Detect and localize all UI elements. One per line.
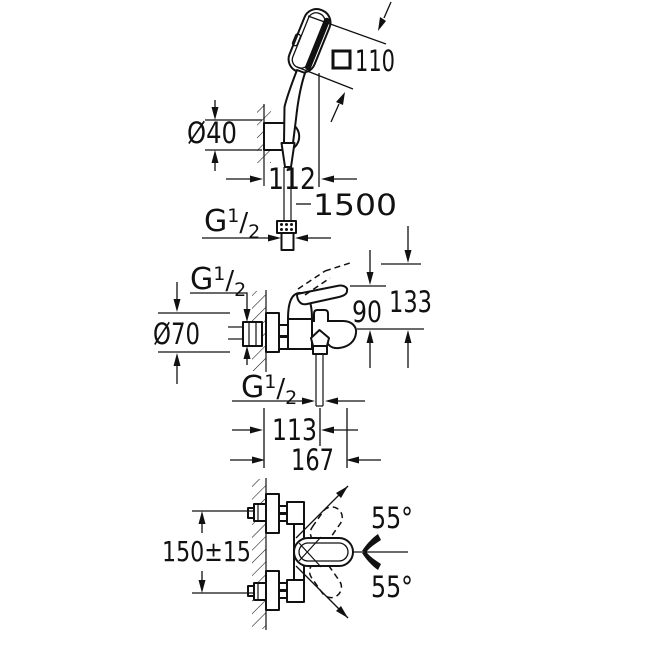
dim-label-swivel-top: 55° xyxy=(371,501,413,535)
escutcheon xyxy=(265,312,280,353)
dimension-holder-offset-112: 112 xyxy=(226,73,357,196)
dimension-hose-length-1500: 1500 xyxy=(296,188,397,222)
wall-bottom xyxy=(252,478,267,630)
shower-head xyxy=(287,8,332,74)
handle-top-view xyxy=(293,537,354,567)
dim-label-head-square: 110 xyxy=(355,44,395,78)
dim-label-hose-length: 1500 xyxy=(313,188,397,222)
handle-swivel-dashed xyxy=(308,506,344,599)
bottom-supply-assembly xyxy=(247,570,305,611)
lever-raised-dashed xyxy=(297,262,351,296)
hex-nut xyxy=(242,321,263,347)
dimension-heights-90-133: 90 133 xyxy=(350,226,432,368)
dimension-head-square-110: 110 xyxy=(296,1,395,123)
dim-label-wall-thread: G1/2 xyxy=(190,262,246,301)
dim-label-outlet-offset: 113 xyxy=(272,413,317,447)
dimension-reach-113-167: 113 167 xyxy=(230,408,381,477)
mixer-side-view-section: 90 133 G1/2 Ø70 xyxy=(153,226,432,477)
dim-label-holder-offset: 112 xyxy=(268,162,316,196)
dim-label-connection-spacing: 150±15 xyxy=(162,535,251,568)
rotate-arrow-up xyxy=(362,534,381,552)
dim-label-outlet-thread: G1/2 xyxy=(241,370,297,409)
supply-connection xyxy=(228,312,289,353)
shower-outlet xyxy=(310,329,330,407)
square-section-symbol xyxy=(331,49,352,70)
dimension-rosette-diameter-70: Ø70 xyxy=(153,282,230,384)
shower-pause-button xyxy=(291,33,302,47)
dim-label-lever-height: 90 xyxy=(352,295,382,329)
dimension-swivel-angles: 55° 55° xyxy=(295,485,413,619)
dimension-connection-spacing: 150±15 xyxy=(162,510,253,594)
mixer-body xyxy=(287,262,358,407)
dim-label-rosette-diameter: Ø70 xyxy=(153,317,200,351)
mixer-top-view-section: 55° 55° 150±15 xyxy=(162,478,413,630)
dimension-outlet-thread-g-half: G1/2 xyxy=(232,370,365,409)
shower-hose xyxy=(276,167,297,251)
shower-handle xyxy=(280,69,306,168)
hand-shower-section: 110 Ø40 112 1500 xyxy=(187,1,397,251)
dim-label-hose-thread: G1/2 xyxy=(204,204,260,243)
lever-handle xyxy=(296,284,349,306)
dimension-wall-thread-g-half: G1/2 xyxy=(190,262,251,365)
hose-knurled-nut xyxy=(276,220,297,234)
dimension-holder-diameter-40: Ø40 xyxy=(187,100,262,171)
mixer-body-top-view xyxy=(293,506,354,599)
dim-label-swivel-bottom: 55° xyxy=(371,570,413,604)
dim-label-total-height: 133 xyxy=(389,285,432,319)
dim-label-spout-reach: 167 xyxy=(291,443,334,477)
rotate-arrow-down xyxy=(362,552,381,570)
dim-label-holder-diameter: Ø40 xyxy=(187,116,237,150)
dimension-hose-thread-g-half: G1/2 xyxy=(202,204,331,243)
diverter-knob xyxy=(313,309,329,322)
top-supply-assembly xyxy=(247,493,305,534)
